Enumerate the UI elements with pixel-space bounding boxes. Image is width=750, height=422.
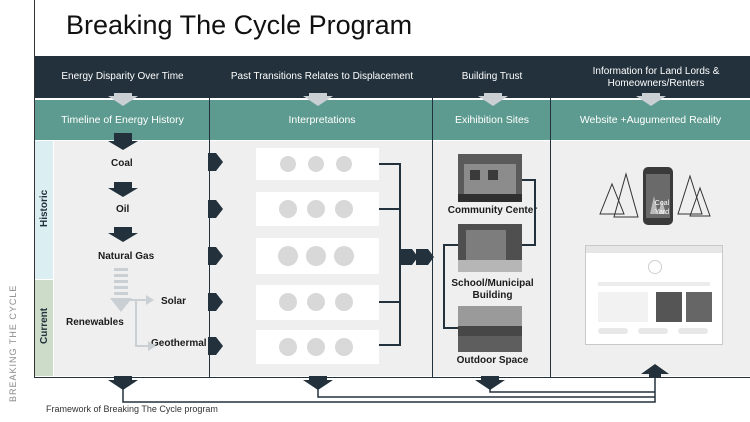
school-building-photo bbox=[458, 224, 522, 272]
column-3-subheader: Exihibition Sites bbox=[454, 114, 530, 126]
chevron-1 bbox=[208, 153, 223, 171]
community-center-photo bbox=[458, 154, 522, 202]
energy-geothermal: Geothermal bbox=[151, 338, 207, 349]
website-mockup bbox=[585, 245, 723, 345]
header-down-arrows bbox=[108, 93, 666, 106]
timeline-arrows bbox=[108, 133, 138, 242]
phone-overlay-text: Coal Yard bbox=[654, 200, 670, 216]
chevron-3 bbox=[208, 247, 223, 265]
model-shapes bbox=[278, 156, 354, 356]
column-4-subheader: Website +Augumented Reality bbox=[579, 114, 722, 126]
energy-renewables: Renewables bbox=[66, 317, 124, 328]
site-school: School/Municipal Building bbox=[451, 278, 534, 301]
column-4-header: Information for Land Lords & Homeowners/… bbox=[592, 66, 720, 89]
column-1-header: Energy Disparity Over Time bbox=[61, 71, 184, 82]
arrow-to-gas bbox=[108, 227, 138, 242]
figure-caption: Framework of Breaking The Cycle program bbox=[46, 404, 218, 414]
divider-2 bbox=[432, 56, 433, 378]
interpretation-chevrons bbox=[208, 153, 223, 355]
site-connectors bbox=[443, 179, 536, 329]
chevron-5 bbox=[208, 337, 223, 355]
chevron-2 bbox=[208, 200, 223, 218]
tree-sketches bbox=[599, 172, 711, 218]
divider-3 bbox=[550, 56, 551, 378]
energy-solar: Solar bbox=[161, 296, 187, 307]
bottom-arrows bbox=[108, 364, 669, 390]
historic-era-bar: Historic bbox=[35, 141, 53, 279]
header-arrow-4 bbox=[636, 93, 666, 106]
renewables-stack bbox=[110, 268, 132, 312]
current-era-bar: Current bbox=[35, 280, 53, 376]
renewables-branch bbox=[128, 299, 148, 347]
arrow-to-oil bbox=[108, 182, 138, 197]
column-1-subheader: Timeline of Energy History bbox=[61, 114, 184, 126]
column-3-header: Building Trust bbox=[461, 71, 523, 82]
site-outdoor: Outdoor Space bbox=[456, 355, 529, 366]
page-title: Breaking The Cycle Program bbox=[66, 10, 413, 40]
column-2-subheader: Interpretations bbox=[288, 114, 356, 126]
energy-natural-gas: Natural Gas bbox=[98, 251, 155, 262]
bottom-flow bbox=[122, 368, 656, 403]
outdoor-space-photo bbox=[458, 306, 522, 352]
bottom-rule bbox=[35, 377, 750, 378]
chevron-4 bbox=[208, 293, 223, 311]
site-community-center: Community Center bbox=[447, 205, 538, 216]
timeline-panel bbox=[54, 141, 209, 376]
energy-oil: Oil bbox=[116, 204, 130, 215]
header-band: Energy Disparity Over Time Past Transiti… bbox=[35, 56, 750, 98]
phone-illustration bbox=[643, 167, 673, 225]
subheader-band: Timeline of Energy History Interpretatio… bbox=[35, 100, 750, 140]
arrow-to-coal bbox=[108, 133, 138, 150]
interpretation-bracket bbox=[379, 163, 401, 346]
left-rule bbox=[34, 0, 35, 378]
interpretation-merge-arrows bbox=[400, 249, 434, 265]
header-arrow-3 bbox=[478, 93, 508, 106]
renewables-branch-heads bbox=[146, 295, 156, 351]
header-arrow-2 bbox=[303, 93, 333, 106]
column-2-header: Past Transitions Relates to Displacement bbox=[230, 71, 414, 82]
header-arrow-1 bbox=[108, 93, 138, 106]
energy-coal: Coal bbox=[111, 158, 133, 169]
